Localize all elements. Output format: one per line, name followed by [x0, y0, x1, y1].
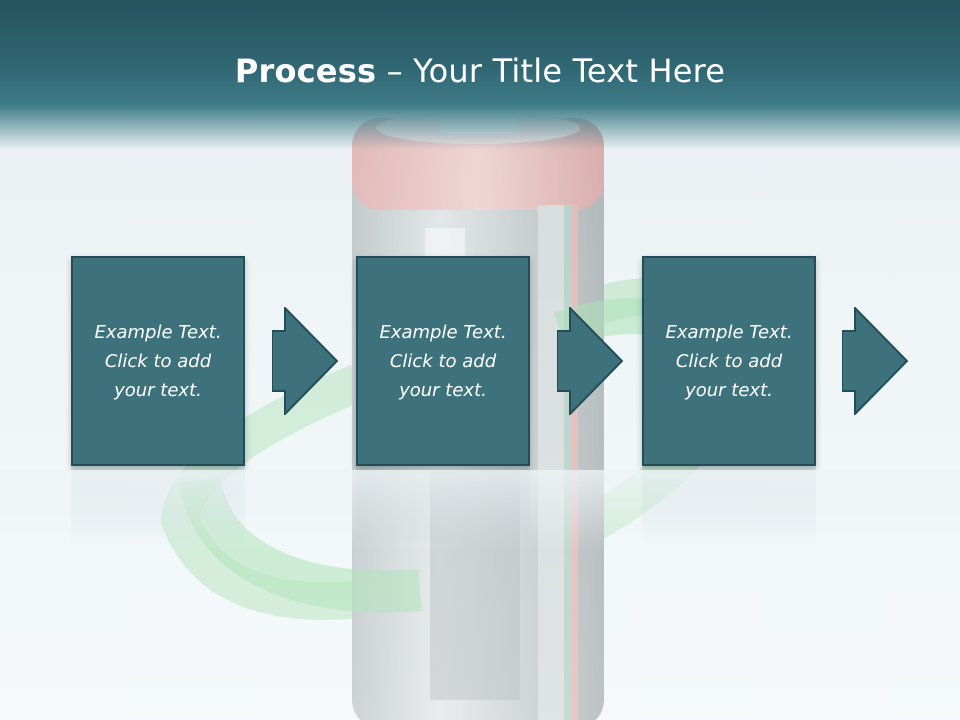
title-bold: Process [234, 52, 377, 90]
title-rest: – Your Title Text Here [376, 52, 726, 90]
arrow-right-icon [842, 307, 908, 415]
title-bar [0, 0, 960, 150]
step-3-text: Example Text. Click to add your text. [665, 321, 793, 401]
step-2-text: Example Text. Click to add your text. [379, 321, 507, 401]
slide-title[interactable]: Process – Your Title Text Here [0, 52, 960, 90]
arrow-right-icon [272, 307, 338, 415]
step-1-text: Example Text. Click to add your text. [94, 321, 222, 401]
process-step-1[interactable]: Example Text. Click to add your text. [71, 256, 245, 466]
process-step-3[interactable]: Example Text. Click to add your text. [642, 256, 816, 466]
process-step-2[interactable]: Example Text. Click to add your text. [356, 256, 530, 466]
arrow-right-icon [557, 307, 623, 415]
reflection-fade [0, 470, 960, 550]
